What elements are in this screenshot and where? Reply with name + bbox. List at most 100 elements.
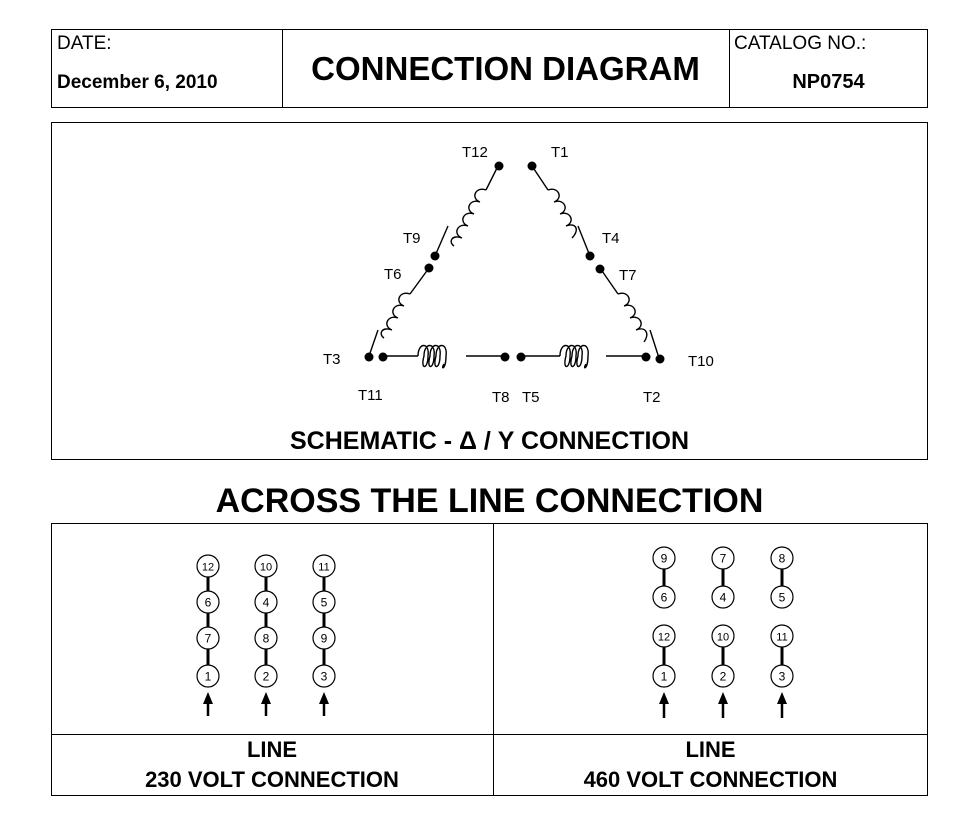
panel-230-terminal-9-label: 9: [321, 632, 328, 646]
panel-460-terminal-12-circle: [652, 624, 676, 648]
terminal-dot-t11: [378, 352, 388, 362]
wire-coil-t4: [577, 225, 591, 257]
terminal-dot-t5: [516, 352, 526, 362]
wire-t1-coil: [531, 165, 549, 191]
schematic-caption: SCHEMATIC - Δ / Y CONNECTION: [290, 427, 689, 455]
panel-230-terminal-4-circle: [254, 590, 278, 614]
header-divider-left: [282, 29, 283, 108]
terminal-dot-t2: [641, 352, 651, 362]
panel-460-terminal-4-circle: [711, 585, 735, 609]
terminal-label-t4: T4: [602, 230, 620, 247]
panel-230-caption: 230 VOLT CONNECTION: [145, 767, 399, 792]
panel-230-terminal-6-circle: [196, 590, 220, 614]
coil-t6-t3: [380, 292, 411, 339]
section-title: ACROSS THE LINE CONNECTION: [215, 482, 764, 520]
panel-460-terminal-3-circle: [770, 664, 794, 688]
panel-460-terminal-11-circle: [770, 624, 794, 648]
panel-230-line-arrow-1-head: [261, 692, 271, 704]
panel-230-terminal-6-label: 6: [205, 596, 212, 610]
header-divider-right: [729, 29, 730, 108]
panel-230-terminal-3-label: 3: [321, 670, 328, 684]
panel-460-terminal-2-circle: [711, 664, 735, 688]
panel-460-line-arrow-1-head: [718, 692, 728, 704]
panel-230-terminal-10-label: 10: [260, 562, 272, 574]
wire-coil-t3: [368, 329, 379, 357]
terminal-dot-t7: [595, 264, 605, 274]
coil-t7-t10: [617, 292, 648, 343]
terminal-label-t6: T6: [384, 266, 402, 283]
connections-box: [51, 523, 928, 796]
terminal-dot-t8: [500, 352, 510, 362]
panel-230-terminal-11-label: 11: [318, 562, 329, 574]
terminal-dot-t9: [430, 251, 440, 261]
coil-t12-t9: [450, 188, 487, 247]
panel-230-terminal-8-label: 8: [263, 632, 270, 646]
page-title: CONNECTION DIAGRAM: [311, 50, 700, 87]
coil-t11-t8: [417, 344, 447, 369]
panel-460-terminal-9-circle: [652, 546, 676, 570]
panel-460-terminal-8-circle: [770, 546, 794, 570]
panel-460-line-arrow-2-head: [777, 692, 787, 704]
terminal-dot-t10: [655, 354, 665, 364]
panel-460-terminal-7-label: 7: [720, 552, 727, 566]
catalog-label: CATALOG NO.:: [734, 33, 867, 54]
terminal-dot-t12: [494, 161, 504, 171]
panel-230-terminal-7-circle: [196, 626, 220, 650]
connections-divider-vertical: [493, 523, 494, 796]
panel-230-line-label: LINE: [246, 737, 298, 762]
panel-230-terminal-3-circle: [312, 664, 336, 688]
date-value: December 6, 2010: [57, 72, 218, 93]
terminal-label-t8: T8: [492, 389, 510, 406]
terminal-label-t7: T7: [619, 267, 637, 284]
panel-460-terminal-2-label: 2: [720, 670, 727, 684]
panel-230-line-arrow-2-head: [319, 692, 329, 704]
terminal-label-t5: T5: [522, 389, 540, 406]
connections-divider-horizontal: [51, 734, 928, 735]
terminal-label-t9: T9: [403, 230, 421, 247]
panel-460-caption: 460 VOLT CONNECTION: [583, 767, 838, 792]
terminal-label-t10: T10: [688, 353, 714, 370]
date-label: DATE:: [57, 33, 112, 54]
header-box: [51, 29, 928, 108]
panel-230-terminal-11-circle: [312, 554, 336, 578]
panel-460-terminal-10-label: 10: [717, 632, 729, 644]
panel-230-terminal-5-label: 5: [321, 596, 328, 610]
panel-230-terminal-5-circle: [312, 590, 336, 614]
panel-460-terminal-3-label: 3: [779, 670, 786, 684]
terminal-label-t1: T1: [551, 144, 569, 161]
panel-230-terminal-4-label: 4: [263, 596, 270, 610]
schematic-box: [51, 122, 928, 460]
panel-230-terminal-8-circle: [254, 626, 278, 650]
panel-460-terminal-9-label: 9: [661, 552, 668, 566]
panel-230-terminal-12-label: 12: [202, 562, 214, 574]
panel-460-terminal-11-label: 11: [776, 632, 787, 644]
panel-230-terminal-10-circle: [254, 554, 278, 578]
panel-230-line-arrow-0-head: [203, 692, 213, 704]
terminal-label-t2: T2: [643, 389, 661, 406]
wire-coil-t9: [434, 225, 449, 257]
panel-460-terminal-12-label: 12: [658, 632, 670, 644]
catalog-value: NP0754: [792, 71, 865, 93]
panel-460-terminal-6-circle: [652, 585, 676, 609]
panel-230-terminal-1-label: 1: [205, 670, 212, 684]
terminal-dot-t4: [585, 251, 595, 261]
panel-460-line-label: LINE: [685, 737, 736, 762]
panel-460-terminal-6-label: 6: [661, 591, 668, 605]
panel-460-terminal-10-circle: [711, 624, 735, 648]
terminal-dot-t1: [527, 161, 537, 171]
panel-230-terminal-2-circle: [254, 664, 278, 688]
panel-460-line-arrow-0-head: [659, 692, 669, 704]
panel-460-terminal-5-circle: [770, 585, 794, 609]
panel-460-terminal-5-label: 5: [779, 591, 786, 605]
panel-230-terminal-1-circle: [196, 664, 220, 688]
panel-230-terminal-12-circle: [196, 554, 220, 578]
terminal-dot-t6: [424, 263, 434, 273]
panel-460-terminal-8-label: 8: [779, 552, 786, 566]
wire-coil-t10: [649, 329, 660, 359]
panel-460-terminal-4-label: 4: [720, 591, 727, 605]
wire-t6-coil: [409, 267, 430, 295]
panel-230-terminal-9-circle: [312, 626, 336, 650]
panel-460-terminal-1-circle: [652, 664, 676, 688]
panel-460-terminal-1-label: 1: [661, 670, 668, 684]
